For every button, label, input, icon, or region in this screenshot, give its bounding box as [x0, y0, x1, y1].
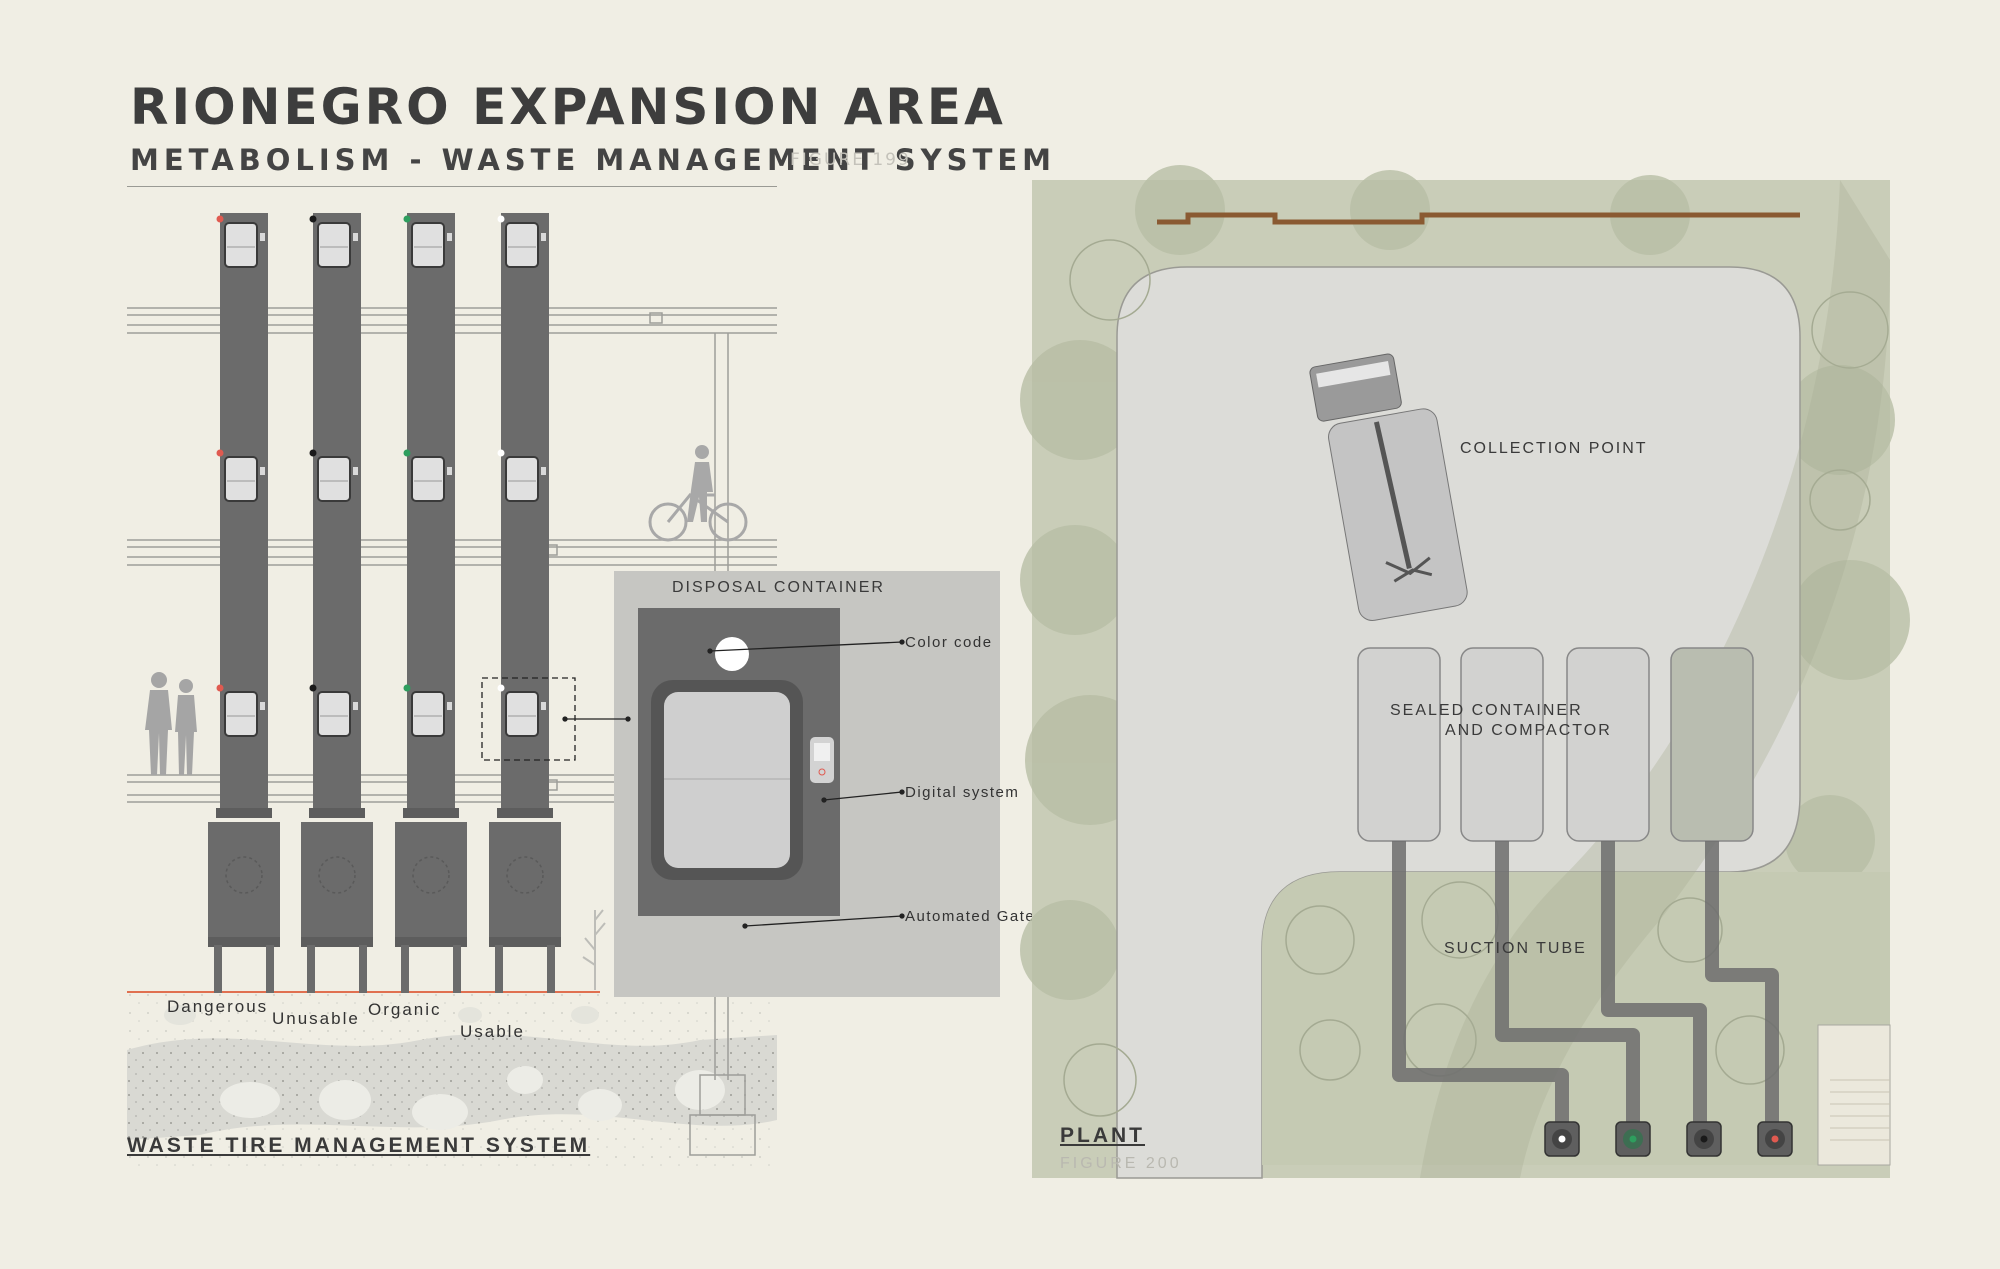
chute-hatch	[317, 691, 351, 737]
category-label-unusable: Unusable	[272, 1009, 360, 1028]
chute-color-dot	[309, 684, 317, 692]
callout-color-code: Color code	[905, 634, 993, 651]
category-label-dangerous: Dangerous	[167, 997, 268, 1016]
page-subtitle: METABOLISM - WASTE MANAGEMENT SYSTEM	[130, 143, 1057, 177]
sealed-container-4	[1670, 647, 1754, 842]
sealed-container-label-line2: AND COMPACTOR	[1445, 722, 1612, 739]
chute-color-dot	[309, 449, 317, 457]
people-silhouettes	[145, 672, 197, 775]
section-system-name: WASTE TIRE MANAGEMENT SYSTEM	[127, 1134, 591, 1157]
figure-200-reference: FIGURE 200	[1060, 1155, 1182, 1172]
chute-color-dot	[216, 684, 224, 692]
chute-hatch	[505, 222, 539, 268]
chute-1	[208, 213, 280, 993]
chute-color-dot	[497, 684, 505, 692]
figure-reference: FIGURE 199	[790, 150, 911, 170]
tube-outlets	[1544, 1121, 1793, 1157]
detail-focus-box	[481, 677, 576, 761]
callout-digital-system: Digital system	[905, 784, 1019, 801]
sealed-container-label-line1: SEALED CONTAINER	[1390, 702, 1583, 719]
chute-color-dot	[216, 449, 224, 457]
color-code-indicator	[715, 637, 749, 671]
chute-hatch	[224, 456, 258, 502]
chute-color-dot	[403, 449, 411, 457]
disposal-container-detail	[614, 571, 1000, 997]
callout-automated-gate: Automated Gate	[905, 908, 1035, 925]
chute-2	[301, 213, 373, 993]
callout-lines	[562, 639, 905, 929]
chute-color-dot	[497, 215, 505, 223]
detail-title: DISPOSAL CONTAINER	[672, 579, 885, 596]
chute-color-dot	[403, 684, 411, 692]
chute-hatch	[505, 691, 539, 737]
sealed-container-2	[1460, 647, 1544, 842]
title-divider	[127, 186, 777, 187]
waste-chutes	[208, 213, 561, 993]
category-label-usable: Usable	[460, 1022, 525, 1041]
suction-tube-label: SUCTION TUBE	[1444, 940, 1587, 957]
chute-hatch	[505, 456, 539, 502]
chute-hatch	[224, 691, 258, 737]
chute-color-dot	[497, 449, 505, 457]
page-title: RIONEGRO EXPANSION AREA	[130, 78, 1006, 136]
category-label-organic: Organic	[368, 1000, 442, 1019]
chute-hatch	[411, 222, 445, 268]
chute-hatch	[411, 691, 445, 737]
collection-point-label: COLLECTION POINT	[1460, 440, 1648, 457]
chute-hatch	[317, 456, 351, 502]
chute-hatch	[411, 456, 445, 502]
suction-tube-1	[1392, 841, 1569, 1130]
chute-color-dot	[403, 215, 411, 223]
chute-color-dot	[309, 215, 317, 223]
suction-tube-4	[1705, 841, 1779, 1130]
suction-tube-3	[1601, 841, 1707, 1130]
cyclist-silhouette	[648, 445, 748, 542]
suction-tube-2	[1495, 841, 1640, 1130]
chute-3	[395, 213, 467, 993]
chute-hatch	[224, 222, 258, 268]
sealed-container-3	[1566, 647, 1650, 842]
plant-label: PLANT	[1060, 1124, 1145, 1147]
chute-hatch	[317, 222, 351, 268]
chute-4	[489, 213, 561, 993]
sealed-containers	[1357, 647, 1754, 842]
chute-color-dot	[216, 215, 224, 223]
collection-truck	[1309, 353, 1468, 621]
sealed-container-1	[1357, 647, 1441, 842]
suction-tubes	[1392, 841, 1779, 1130]
